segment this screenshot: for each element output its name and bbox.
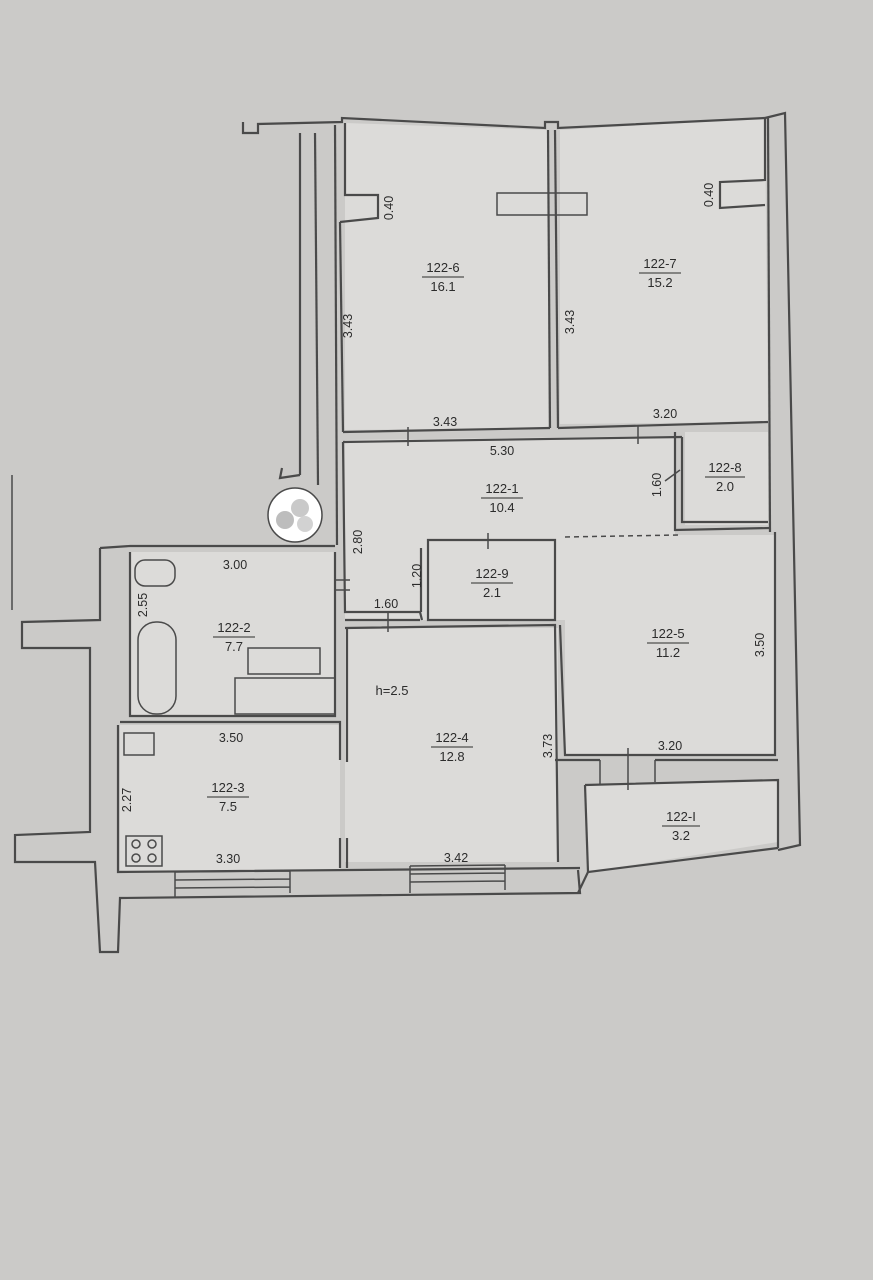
interior-walls [120,117,780,873]
dim-hall-height: 2.80 [351,530,365,554]
dim-r8-height: 1.60 [650,473,664,497]
room-id: 122-9 [475,566,508,581]
bathtub [137,621,177,715]
room-id: 122-4 [435,730,468,745]
room-122-8: 122-8 2.0 [705,460,745,494]
windows [174,192,656,898]
room-122-3: 122-3 7.5 [207,780,249,814]
room-id: 122-6 [426,260,459,275]
dim-bath-height: 2.55 [136,593,150,617]
dim-r7-height: 3.43 [563,310,577,334]
room-area: 2.0 [716,479,734,494]
dim-living-width: 3.42 [444,851,468,865]
dimension-labels: 0.40 0.40 3.43 3.43 3.43 3.20 5.30 1.60 … [120,183,767,866]
room-area: 3.2 [672,828,690,843]
room-area: 7.5 [219,799,237,814]
room-122-I: 122-I 3.2 [662,809,700,843]
dim-r7-width: 3.20 [653,407,677,421]
room-id: 122-2 [217,620,250,635]
fixtures [123,487,336,867]
dim-living-height: 3.73 [541,734,555,758]
dim-r5-height: 3.50 [753,633,767,657]
room-122-2: 122-2 7.7 [213,620,255,654]
dim-hall-width: 5.30 [490,444,514,458]
washbasin-counter [234,677,336,715]
riser-blurred-marker [267,487,323,543]
room-id: 122-8 [708,460,741,475]
ceiling-height: h=2.5 [376,683,409,698]
room-id: 122-5 [651,626,684,641]
room-122-4: 122-4 12.8 [431,730,473,764]
room-area: 7.7 [225,639,243,654]
room-labels: 122-6 16.1 122-7 15.2 122-8 2.0 122-1 10… [207,256,745,843]
dim-r6-width: 3.43 [433,415,457,429]
dim-kitchen-top: 3.50 [219,731,243,745]
room-122-1: 122-1 10.4 [481,481,523,515]
dim-r7-notch: 0.40 [702,183,716,207]
dim-bath-width: 3.00 [223,558,247,572]
room-122-6: 122-6 16.1 [422,260,464,294]
room-122-7: 122-7 15.2 [639,256,681,290]
room-area: 16.1 [430,279,455,294]
room-area: 10.4 [489,500,514,515]
dim-passage-width: 1.60 [374,597,398,611]
kitchen-sink [123,732,155,756]
dim-r5-width: 3.20 [658,739,682,753]
room-122-9: 122-9 2.1 [471,566,513,600]
toilet [134,559,176,587]
room-area: 12.8 [439,749,464,764]
dim-r9-height: 1.20 [410,564,424,588]
room-area: 15.2 [647,275,672,290]
dim-kitchen-bottom: 3.30 [216,852,240,866]
room-id: 122-3 [211,780,244,795]
stove [125,835,163,867]
room-area: 2.1 [483,585,501,600]
room-id: 122-1 [485,481,518,496]
room-id: 122-7 [643,256,676,271]
room-area: 11.2 [656,645,680,660]
dim-kitchen-height: 2.27 [120,788,134,812]
dim-r6-notch: 0.40 [382,196,396,220]
door-marks [11,425,681,632]
room-id: 122-I [666,809,696,824]
room-122-5: 122-5 11.2 [647,626,689,660]
dim-r6-height: 3.43 [341,314,355,338]
sink [247,647,321,675]
